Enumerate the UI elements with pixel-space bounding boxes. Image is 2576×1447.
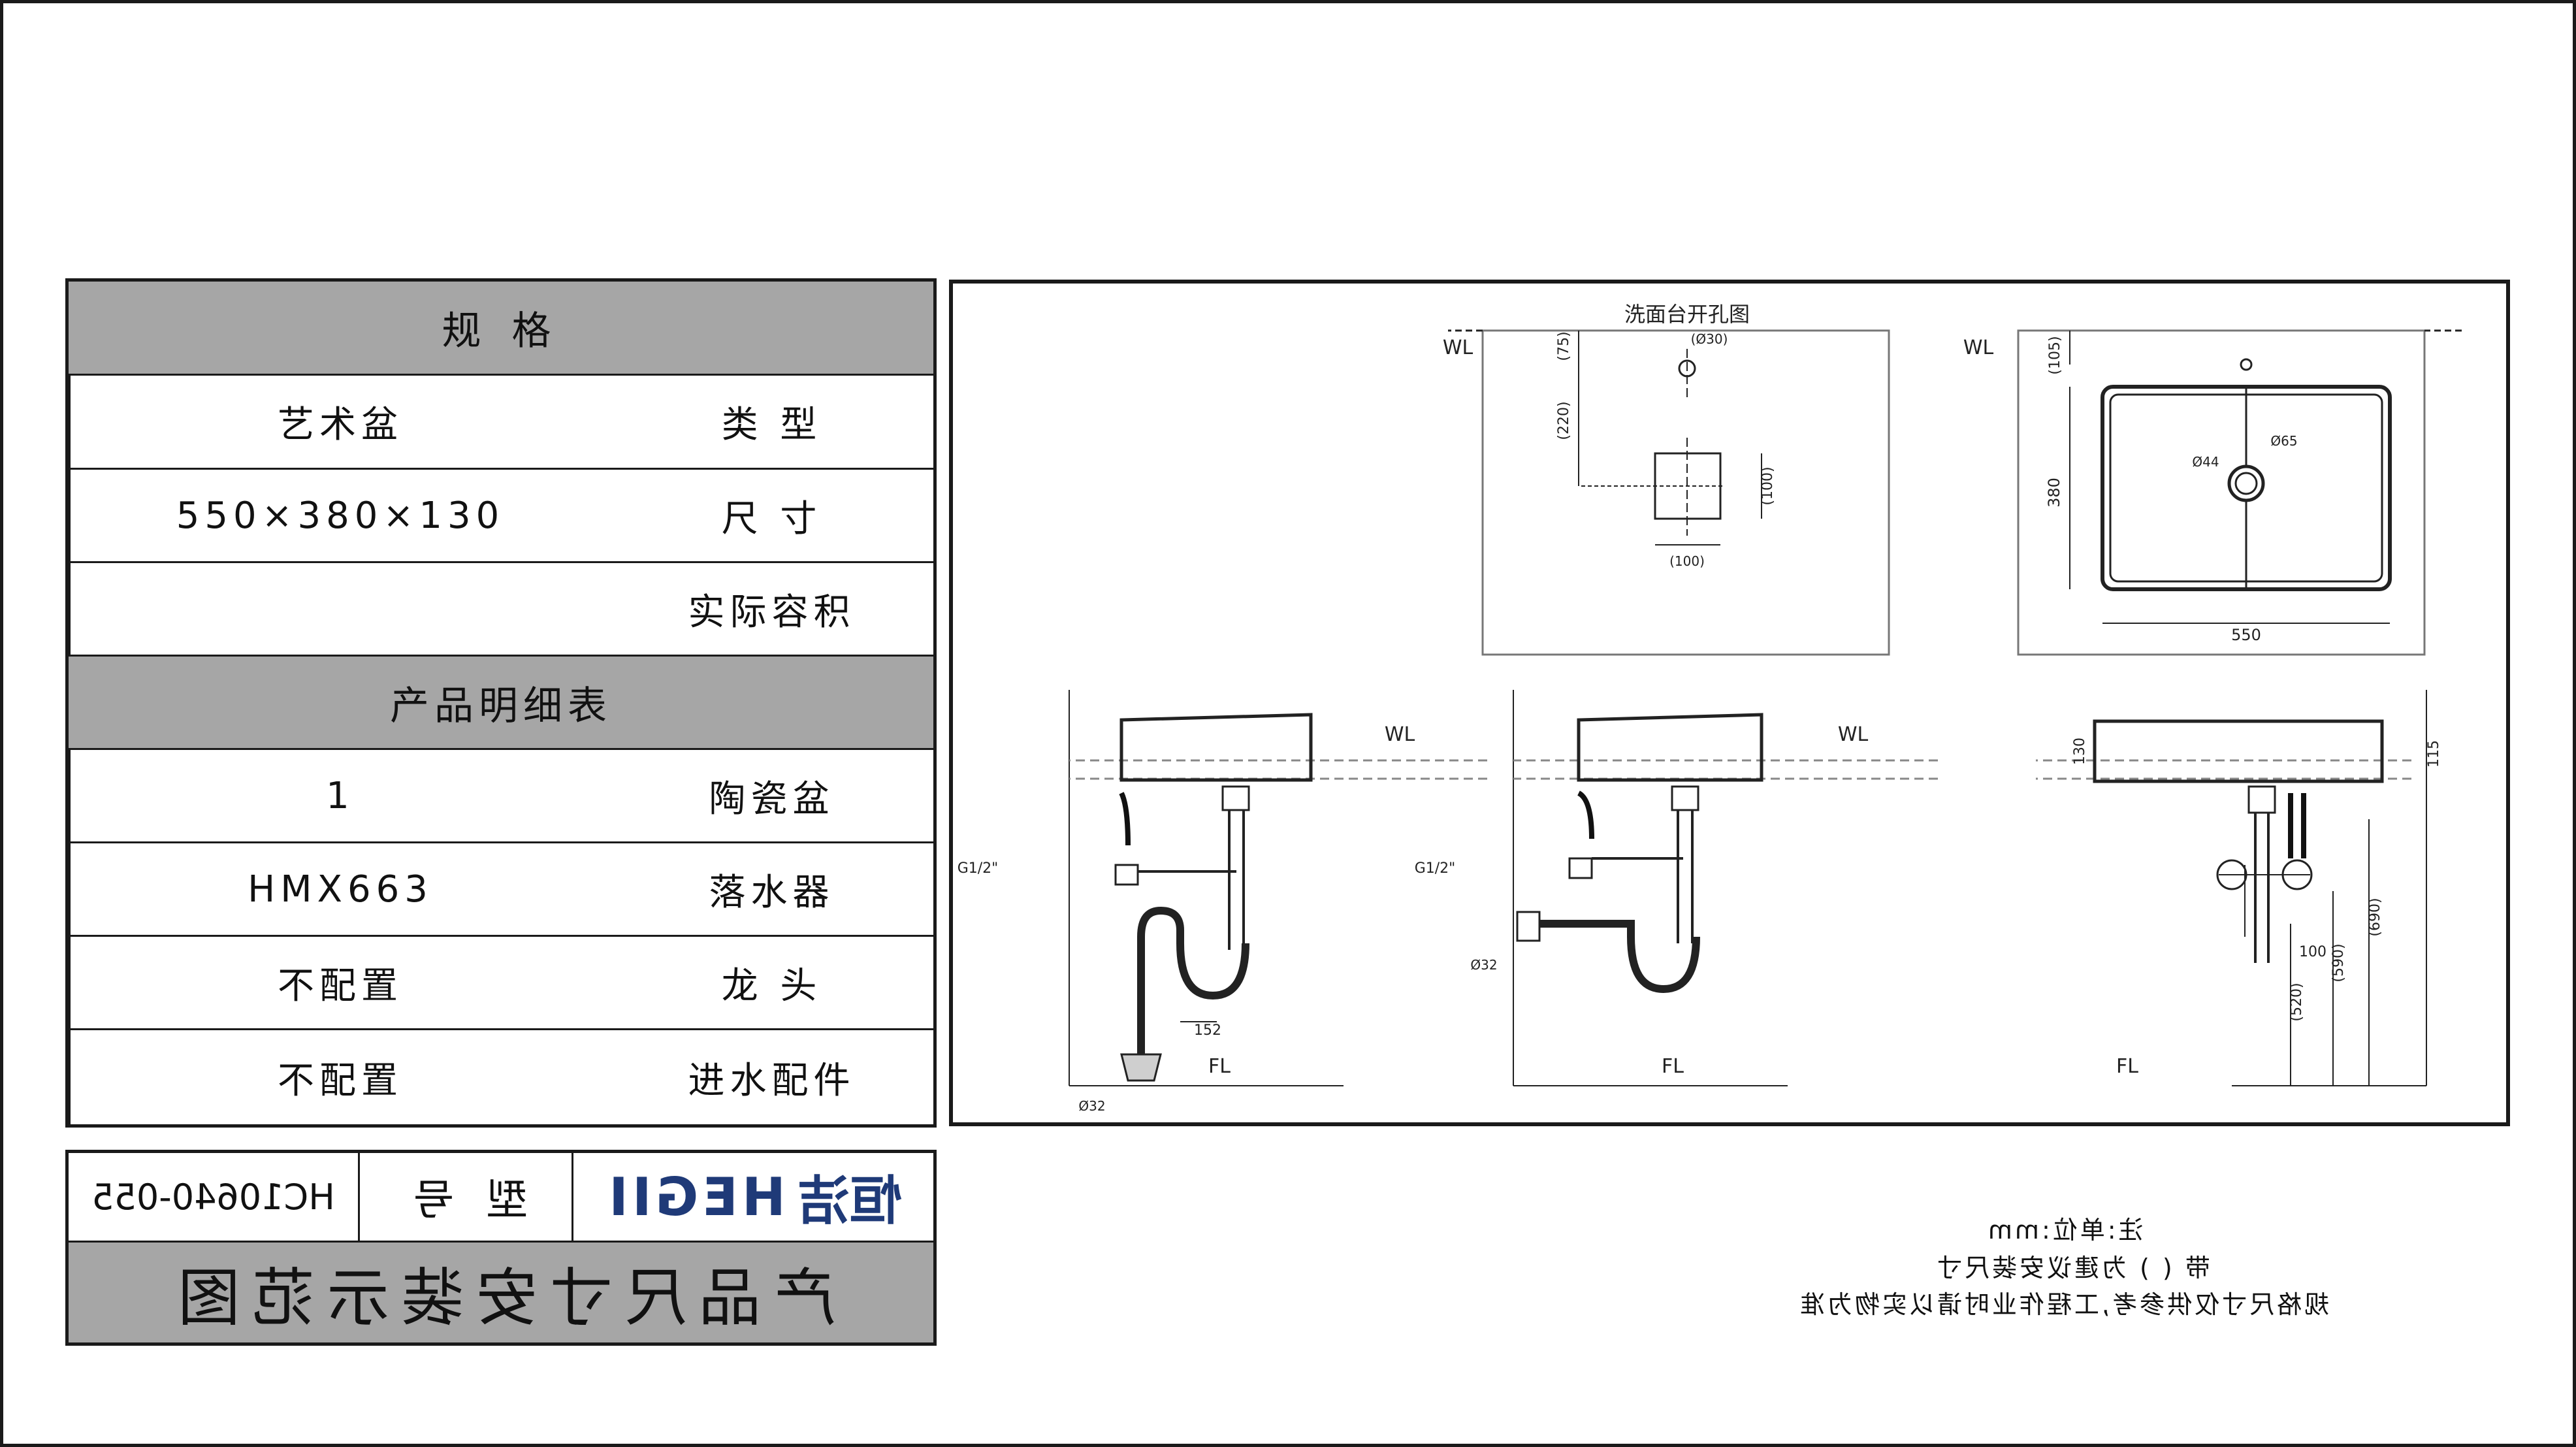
- spec-header: 规 格: [442, 308, 560, 354]
- logo-cn: 恒洁: [797, 1171, 902, 1231]
- dim-label: 130: [2072, 738, 2088, 765]
- dim-label: (105): [2047, 336, 2063, 374]
- dim-label: 380: [2045, 478, 2063, 508]
- dim-label: G1/2": [1415, 860, 1456, 877]
- dim-label: (Ø30): [1691, 331, 1728, 347]
- side-view-floor-drain: [1069, 690, 1487, 1086]
- wl-label: WL: [1838, 723, 1869, 746]
- dim-label: (100): [1760, 466, 1776, 505]
- dim-label: (690): [2367, 898, 2383, 936]
- spec-row-value: 艺术盆: [69, 376, 610, 468]
- details-row-label: 陶瓷盆: [709, 777, 835, 821]
- wl-label: WL: [1443, 336, 1473, 359]
- spec-row-volume: 实际容积: [69, 561, 933, 655]
- dim-label: Ø44: [2192, 454, 2219, 470]
- dim-label: (520): [2289, 983, 2305, 1021]
- title-top-row: 恒洁 HEGII 型 号 HC10640-055: [69, 1153, 933, 1243]
- details-row-label: 龙 头: [721, 964, 822, 1007]
- spec-row-label: 类 型: [721, 404, 822, 446]
- dim-label: (100): [1669, 553, 1705, 569]
- dim-label: 115: [2426, 740, 2442, 768]
- note-line: 带 ( ) 为建议安装尺寸: [1935, 1254, 2210, 1282]
- dim-label: (590): [2330, 943, 2347, 982]
- dim-label: Ø32: [1470, 957, 1497, 973]
- details-row-label: 进水配件: [688, 1059, 856, 1102]
- spec-row-value: 550×380×130: [69, 470, 610, 561]
- title-block: 恒洁 HEGII 型 号 HC10640-055 产品尺寸安装示范图: [65, 1150, 937, 1346]
- details-row-value: 不配置: [69, 937, 610, 1028]
- details-row-value: 不配置: [69, 1030, 610, 1124]
- cutout-view: [1448, 329, 1890, 656]
- dim-label: 550: [2231, 626, 2261, 644]
- details-row: 落水器 HMX663: [69, 841, 933, 935]
- note-line: 规格尺寸仅供参考,工程作业时请以实物为准: [1797, 1290, 2330, 1319]
- installation-drawings: 洗面台开孔图 WL WL (Ø30) (100) 550 Ø65 Ø44 WL …: [958, 302, 2462, 1114]
- dim-label: Ø65: [2270, 433, 2297, 449]
- side-view-wall-drain: [1513, 690, 1938, 1086]
- spec-row-label: 实际容积: [688, 591, 856, 634]
- model-value: HC10640-055: [69, 1153, 358, 1241]
- fl-label: FL: [1208, 1055, 1231, 1078]
- drawing-panel: 洗面台开孔图 WL WL (Ø30) (100) 550 Ø65 Ø44 WL …: [949, 280, 2510, 1126]
- cutout-title: 洗面台开孔图: [1624, 302, 1750, 327]
- details-header-row: 产品明细表: [69, 655, 933, 748]
- top-view: [2017, 329, 2462, 656]
- model-label: 型 号: [358, 1153, 572, 1241]
- details-row-label: 落水器: [709, 871, 835, 914]
- note-line: 注:单位:mm: [1986, 1216, 2144, 1244]
- details-row-value: 1: [69, 750, 610, 841]
- dim-label: 100: [2299, 944, 2326, 960]
- details-row: 陶瓷盆 1: [69, 748, 933, 841]
- dim-label: 152: [1194, 1022, 1221, 1039]
- spec-row-label: 尺 寸: [721, 497, 822, 540]
- wl-label: WL: [1385, 723, 1415, 746]
- details-row-value: HMX663: [69, 843, 610, 935]
- spec-row-size: 尺 寸 550×380×130: [69, 468, 933, 561]
- details-row: 进水配件 不配置: [69, 1028, 933, 1124]
- spec-table: 规 格 类 型 艺术盆 尺 寸 550×380×130 实际容积 产品明细表 陶…: [65, 278, 937, 1128]
- fl-label: FL: [1662, 1055, 1684, 1078]
- model-label-text: 型 号: [403, 1177, 528, 1225]
- logo-en: HEGII: [605, 1166, 786, 1228]
- dim-label: (220): [1556, 401, 1572, 440]
- logo: 恒洁 HEGII: [572, 1153, 933, 1241]
- spec-row-type: 类 型 艺术盆: [69, 374, 933, 468]
- details-header: 产品明细表: [390, 683, 612, 729]
- wl-label: WL: [1963, 336, 1994, 359]
- details-row: 龙 头 不配置: [69, 935, 933, 1028]
- front-view: [2036, 690, 2427, 1086]
- dim-label: Ø32: [1078, 1098, 1105, 1114]
- spec-header-row: 规 格: [69, 282, 933, 374]
- dim-label: (75): [1556, 331, 1572, 361]
- model-value-text: HC10640-055: [91, 1176, 335, 1218]
- dim-label: G1/2": [958, 860, 999, 877]
- spec-row-value: [69, 563, 610, 655]
- fl-label: FL: [2116, 1055, 2138, 1078]
- drawing-title: 产品尺寸安装示范图: [69, 1243, 933, 1342]
